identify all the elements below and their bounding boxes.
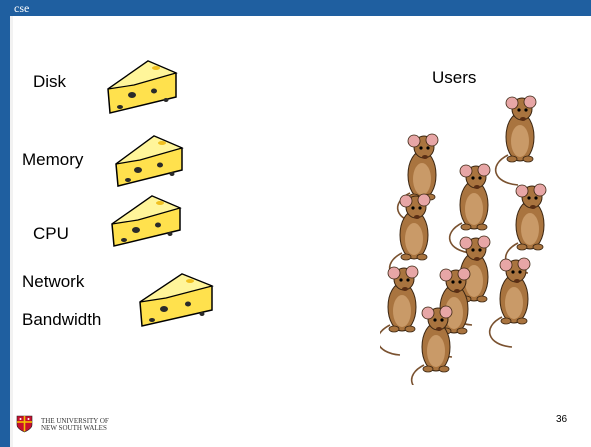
cheese-icon xyxy=(111,195,182,247)
university-name: THE UNIVERSITY OF NEW SOUTH WALES xyxy=(41,418,109,432)
resource-label-memory: Memory xyxy=(22,150,84,169)
header-bar: cse xyxy=(0,0,591,16)
users-label: Users xyxy=(432,68,477,87)
header-title: cse xyxy=(14,1,30,15)
mouse-icon xyxy=(380,265,419,356)
page-number: 36 xyxy=(556,414,568,425)
mouse-icon xyxy=(494,95,537,186)
resource-label-bandwidth: Bandwidth xyxy=(22,310,102,329)
resource-label-cpu: CPU xyxy=(33,224,69,243)
resource-label-disk: Disk xyxy=(33,72,67,91)
university-name-line1: THE UNIVERSITY OF xyxy=(41,417,109,425)
left-sidebar-bar xyxy=(0,16,10,447)
mouse-icon xyxy=(410,305,453,385)
university-crest-icon xyxy=(16,415,33,433)
cheese-icon xyxy=(107,60,178,114)
resource-label-network: Network xyxy=(22,272,85,291)
mouse-icon xyxy=(488,257,531,348)
cheese-icon xyxy=(115,135,184,187)
left-sidebar-stripe xyxy=(10,16,13,447)
university-name-line2: NEW SOUTH WALES xyxy=(41,424,107,432)
mice-group xyxy=(380,95,547,385)
cheese-icon xyxy=(139,273,214,327)
